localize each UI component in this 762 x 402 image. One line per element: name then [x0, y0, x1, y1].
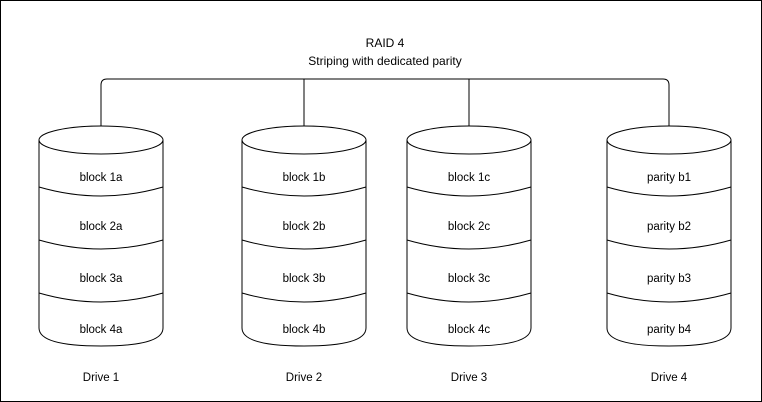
- drive-2-separator-2: [241, 239, 367, 250]
- drive-4-separator-3: [606, 292, 732, 303]
- drive-1-separator-2: [38, 239, 164, 250]
- drive-3-block-label-1: block 1c: [448, 172, 490, 184]
- drive-3-block-label-3: block 3c: [448, 273, 490, 285]
- drive-2-separator-3: [241, 292, 367, 303]
- drive-4-separator-1: [606, 186, 732, 197]
- drive-2-block-label-2: block 2b: [283, 221, 326, 233]
- drive-1-block-label-2: block 2a: [80, 221, 123, 233]
- drive-4-group[interactable]: parity b1 parity b2 parity b3 parity b4 …: [606, 125, 732, 384]
- drive-2-separator-1: [241, 186, 367, 197]
- drive-1-cylinder-top: [38, 125, 164, 155]
- drive-3-separator-2: [406, 239, 532, 250]
- drive-3-label: Drive 3: [451, 372, 487, 384]
- drive-3-cylinder-body: [406, 139, 532, 347]
- drive-1-group[interactable]: block 1a block 2a block 3a block 4a Driv…: [38, 125, 164, 384]
- drive-1-cylinder-body: [38, 139, 164, 347]
- drive-4-block-label-4: parity b4: [647, 324, 692, 336]
- drive-2-cylinder-top: [241, 125, 367, 155]
- drive-3-cylinder-top: [406, 125, 532, 155]
- drive-3-block-label-4: block 4c: [448, 324, 490, 336]
- drive-4-label: Drive 4: [651, 372, 688, 384]
- bus-outer-path: [100, 78, 670, 129]
- drive-4-block-label-3: parity b3: [647, 273, 691, 285]
- diagram-title: RAID 4: [366, 36, 405, 50]
- drive-2-cylinder-body: [241, 139, 367, 347]
- drive-1-separator-1: [38, 186, 164, 197]
- drive-2-block-label-3: block 3b: [283, 273, 326, 285]
- drive-2-label: Drive 2: [286, 372, 322, 384]
- controller-bus-connector: [100, 78, 670, 129]
- drive-4-cylinder-top: [606, 125, 732, 155]
- drive-1-block-label-4: block 4a: [80, 324, 123, 336]
- drive-1-separator-3: [38, 292, 164, 303]
- drive-4-separator-2: [606, 239, 732, 250]
- drive-4-cylinder-body: [606, 139, 732, 347]
- drive-1-block-label-1: block 1a: [80, 172, 123, 184]
- drive-1-block-label-3: block 3a: [80, 273, 123, 285]
- drive-3-separator-1: [406, 186, 532, 197]
- drive-3-separator-3: [406, 292, 532, 303]
- drive-1-label: Drive 1: [83, 372, 119, 384]
- drive-3-group[interactable]: block 1c block 2c block 3c block 4c Driv…: [406, 125, 532, 384]
- diagram-subtitle: Striping with dedicated parity: [308, 54, 461, 68]
- drive-2-block-label-1: block 1b: [283, 172, 326, 184]
- drive-4-block-label-2: parity b2: [647, 221, 691, 233]
- drive-4-block-label-1: parity b1: [647, 172, 691, 184]
- drive-2-block-label-4: block 4b: [283, 324, 326, 336]
- drive-2-group[interactable]: block 1b block 2b block 3b block 4b Driv…: [241, 125, 367, 384]
- drive-3-block-label-2: block 2c: [448, 221, 490, 233]
